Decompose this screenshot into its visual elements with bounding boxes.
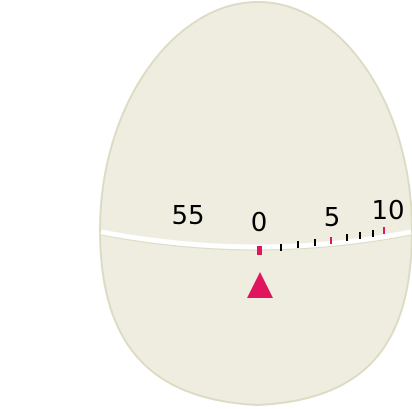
dial-ring[interactable]: 55 0 5 10: [100, 196, 412, 255]
dial-label-10: 10: [371, 196, 404, 226]
zero-mark: [257, 246, 262, 255]
dial-label-0: 0: [251, 208, 268, 238]
triangle-pointer-icon: [247, 272, 273, 298]
tick-marks: [280, 227, 385, 251]
egg-body: [98, 0, 412, 407]
dial-label-5: 5: [324, 203, 341, 233]
dial-label-55: 55: [171, 201, 204, 231]
